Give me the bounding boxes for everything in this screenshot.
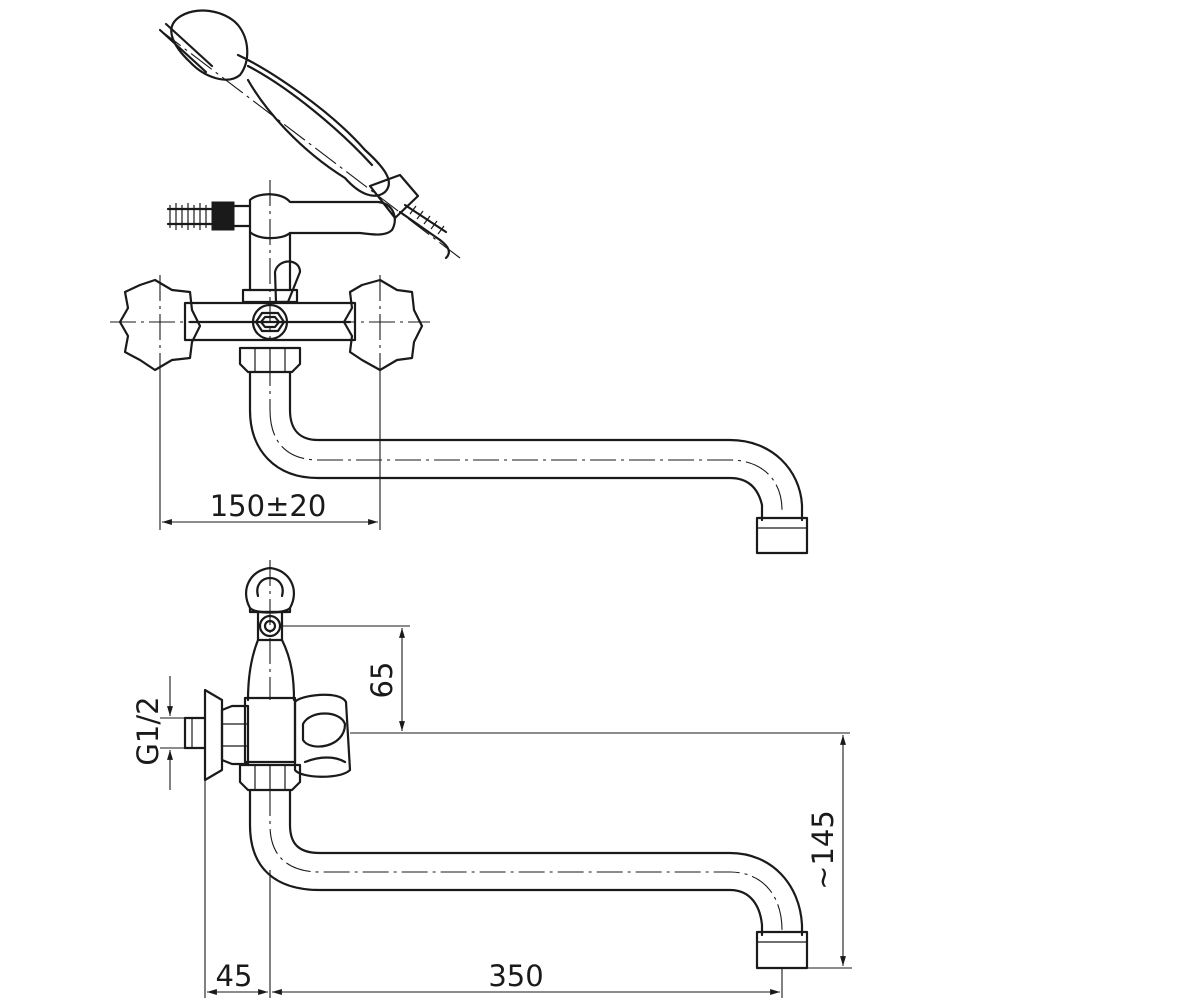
dimension-label-handle-spacing: 150±20 (210, 489, 327, 523)
dimension-spout-height: ~145 (806, 735, 852, 969)
side-spout (248, 788, 809, 970)
dimension-thread-size: G1/2 (131, 676, 186, 790)
mixer-body (183, 301, 357, 342)
side-view: 65 G1/2 ~145 45 350 (131, 560, 852, 998)
right-handle (330, 275, 430, 372)
left-handle (110, 275, 210, 372)
front-spout (248, 360, 809, 555)
dimension-eccentric-height: 65 (280, 625, 410, 731)
dimension-label-wall-offset: 45 (216, 959, 253, 993)
dimension-label-thread-size: G1/2 (131, 696, 165, 765)
front-view: 150±20 (110, 9, 809, 555)
dimension-handle-spacing: 150±20 (159, 370, 381, 530)
hand-shower (158, 9, 461, 260)
dimension-label-spout-height: ~145 (806, 810, 840, 890)
hose-connector (166, 201, 252, 231)
dimension-label-eccentric-height: 65 (365, 662, 399, 699)
side-spout-nut (238, 763, 302, 792)
shower-holder (244, 560, 296, 702)
wall-flange (183, 688, 250, 782)
side-body (243, 693, 352, 778)
dimension-reach: 45 350 (204, 780, 783, 998)
dimension-label-spout-reach: 350 (488, 959, 543, 993)
